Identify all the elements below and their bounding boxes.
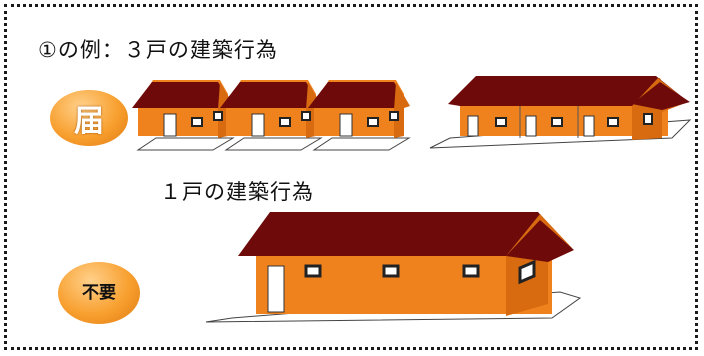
not-required-line2: 要 (99, 283, 116, 303)
small-house-icon (132, 80, 235, 151)
example-title: ①の例：３戸の建築行為 (38, 38, 278, 62)
small-house-icon (220, 80, 323, 151)
notification-required-badge: 届 (50, 90, 128, 146)
small-house-icon (308, 80, 411, 151)
not-required-badge: 不 要 (58, 262, 140, 324)
terrace-house-icon (429, 76, 692, 149)
dotted-frame (4, 4, 698, 350)
not-required-line1: 不 (82, 283, 99, 303)
large-house-icon (205, 212, 582, 323)
single-unit-caption: １戸の建築行為 (160, 180, 314, 204)
